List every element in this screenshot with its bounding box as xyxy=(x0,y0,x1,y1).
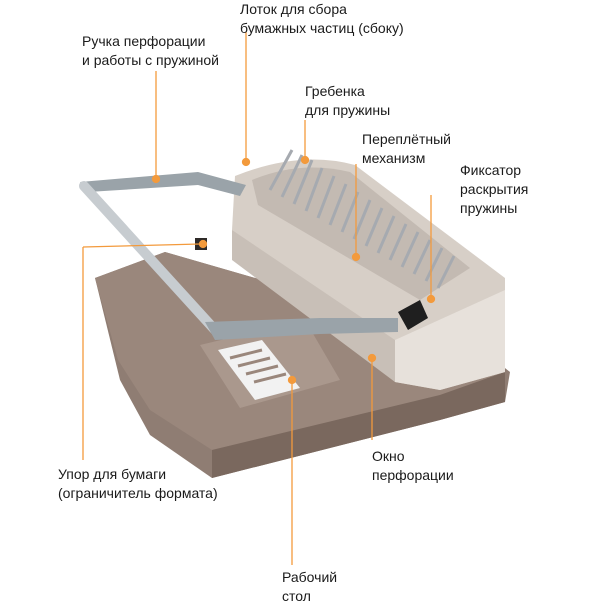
label-handle: Ручка перфорации и работы с пружиной xyxy=(82,32,219,70)
label-stop-line2: (ограничитель формата) xyxy=(58,485,218,501)
label-binding: Переплётный механизм xyxy=(362,130,451,168)
label-window-line2: перфорации xyxy=(372,467,454,483)
label-lock: Фиксатор раскрытия пружины xyxy=(460,161,528,218)
label-tray-line1: Лоток для сбора xyxy=(240,1,347,17)
label-handle-line2: и работы с пружиной xyxy=(82,52,219,68)
label-stop: Упор для бумаги (ограничитель формата) xyxy=(58,465,218,503)
label-table-line1: Рабочий xyxy=(282,569,338,585)
label-stop-line1: Упор для бумаги xyxy=(58,466,167,482)
punch-handle xyxy=(79,172,398,340)
label-tray-line2: бумажных частиц (сбоку) xyxy=(240,20,404,36)
spring-lock xyxy=(398,300,428,330)
label-binding-line2: механизм xyxy=(362,150,426,166)
label-handle-line1: Ручка перфорации xyxy=(82,33,206,49)
comb-ribs xyxy=(268,149,456,289)
machine-body xyxy=(232,159,505,390)
label-comb-line2: для пружины xyxy=(305,102,391,118)
leader-lines xyxy=(82,32,436,565)
label-binding-line1: Переплётный xyxy=(362,131,451,147)
label-lock-line1: Фиксатор xyxy=(460,162,522,178)
label-lock-line3: пружины xyxy=(460,200,518,216)
label-table: Рабочий стол xyxy=(282,568,337,606)
label-table-line2: стол xyxy=(282,588,311,604)
label-comb: Гребенка для пружины xyxy=(305,82,390,120)
label-tray: Лоток для сбора бумажных частиц (сбоку) xyxy=(240,0,404,38)
label-window: Окно перфорации xyxy=(372,447,454,485)
label-lock-line2: раскрытия xyxy=(460,181,529,197)
format-guide-plate xyxy=(200,320,340,408)
label-comb-line1: Гребенка xyxy=(305,83,365,99)
label-window-line1: Окно xyxy=(372,448,405,464)
